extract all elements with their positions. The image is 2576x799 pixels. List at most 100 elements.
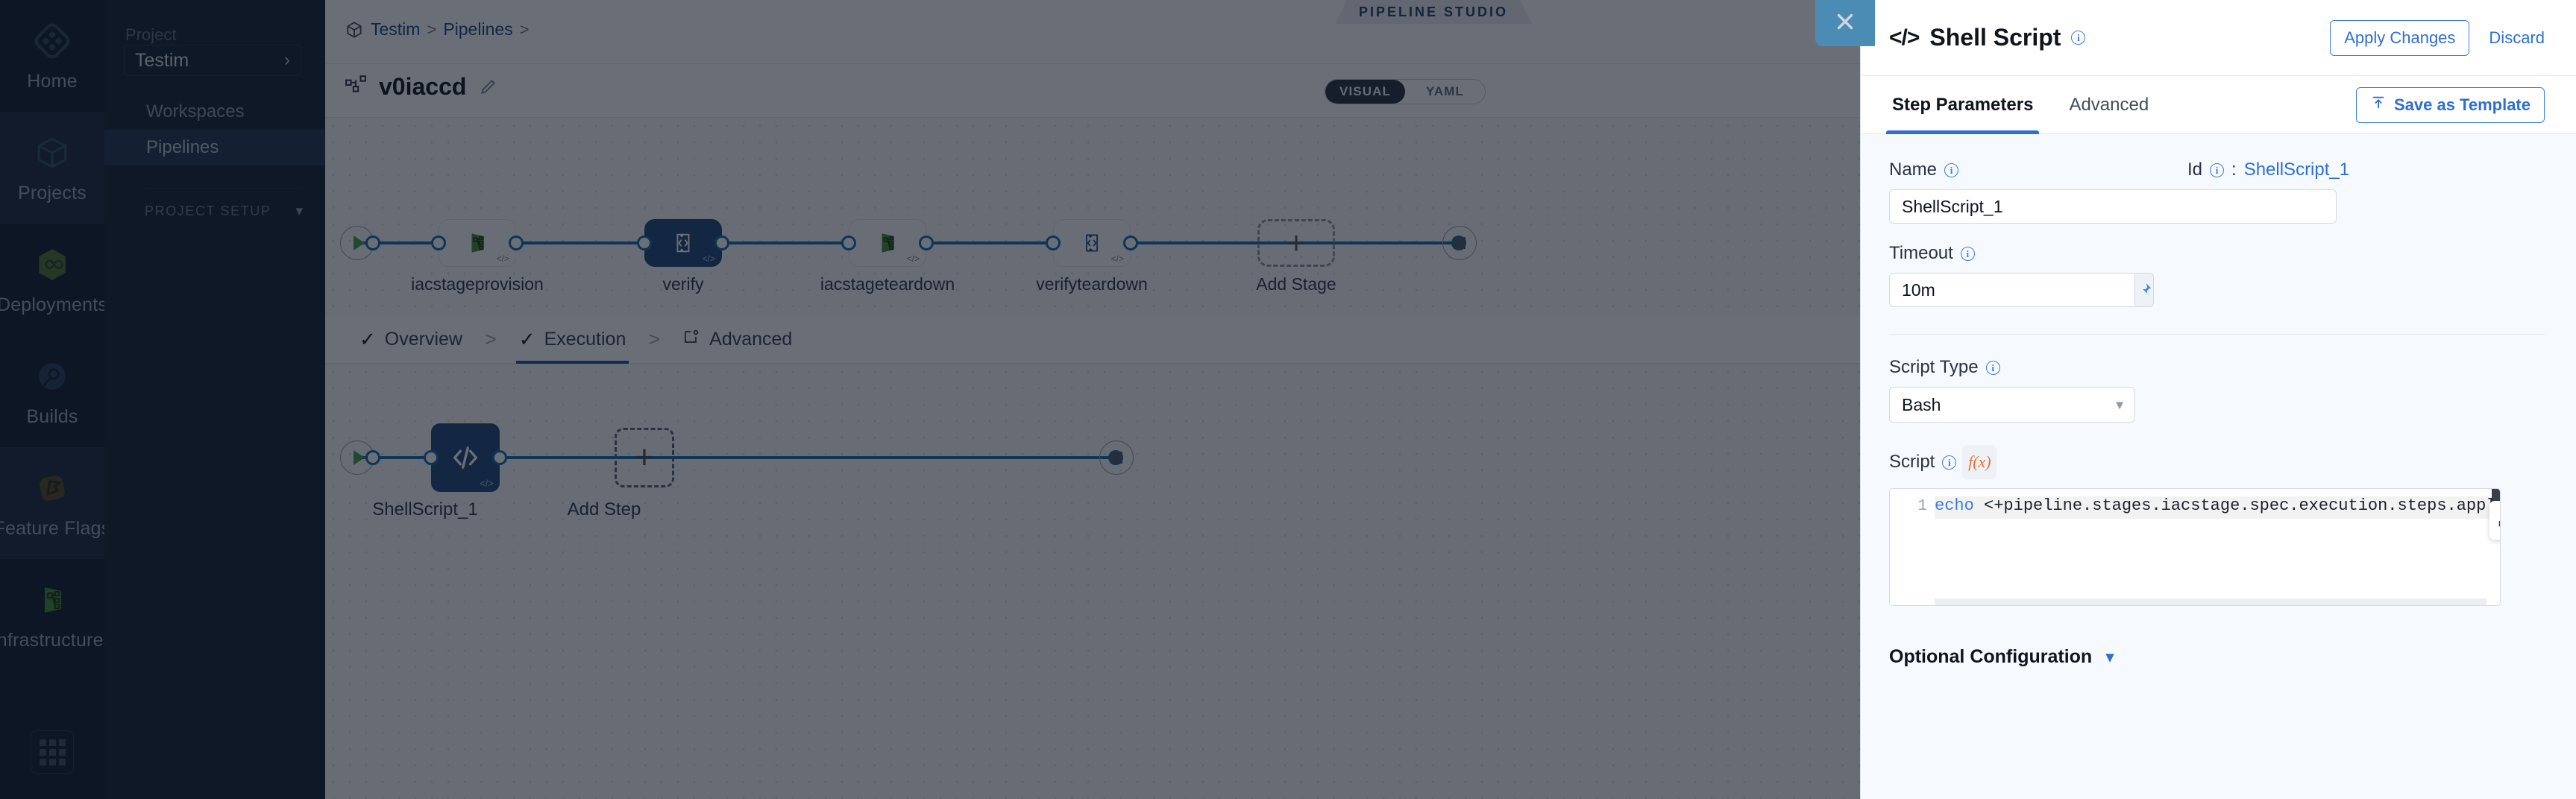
timeout-field-label: Timeout i: [1889, 243, 2545, 264]
info-icon[interactable]: i: [1985, 360, 2000, 375]
save-as-template-button[interactable]: Save as Template: [2355, 86, 2545, 123]
step-port[interactable]: [365, 450, 380, 465]
upload-template-icon: [2370, 95, 2387, 116]
stage-port[interactable]: [431, 236, 446, 250]
expression-fx-icon[interactable]: f(x): [1962, 445, 1997, 479]
toggle-option-visual[interactable]: VISUAL: [1325, 80, 1405, 104]
code-brackets-icon: </>: [1889, 25, 1920, 50]
name-field-label: Name i: [1889, 160, 1959, 180]
stage-port[interactable]: [1046, 236, 1061, 250]
discard-button[interactable]: Discard: [2489, 28, 2545, 47]
tab-label: Overview: [384, 329, 462, 350]
rail-bottom: [0, 717, 104, 799]
drawer-body: Name i Id i : ShellScript_1 Timeout i: [1861, 134, 2576, 799]
expand-icon[interactable]: [2489, 501, 2500, 540]
editor-code-line[interactable]: echo <+pipeline.stages.iacstage.spec.exe…: [1935, 496, 2500, 519]
tab-label: Advanced: [709, 329, 793, 350]
stage-node-iacstageteardown[interactable]: </>: [849, 219, 926, 267]
divider: [145, 188, 301, 189]
step-end-node[interactable]: [1099, 440, 1134, 475]
tab-step-parameters[interactable]: Step Parameters: [1885, 76, 2040, 134]
tab-overview[interactable]: ✓ Overview: [343, 316, 479, 364]
view-mode-toggle[interactable]: VISUAL YAML: [1325, 79, 1486, 104]
pipeline-title-bar: v0iaccd VISUAL YAML: [325, 64, 1860, 118]
optional-configuration-toggle[interactable]: Optional Configuration ▾: [1889, 646, 2545, 668]
script-type-select[interactable]: Bash PowerShell: [1889, 387, 2135, 423]
step-type-badge-icon: </>: [702, 253, 715, 264]
pipeline-studio-badge: PIPELINE STUDIO: [1335, 0, 1532, 24]
stage-node-verifyteardown[interactable]: </>: [1053, 219, 1131, 267]
info-icon[interactable]: i: [2071, 31, 2086, 45]
tab-advanced[interactable]: Advanced: [666, 316, 808, 364]
rail-item-infrastructures[interactable]: Infrastructures: [0, 559, 113, 671]
rail-item-home[interactable]: Home: [0, 0, 104, 112]
rail-item-label: Builds: [26, 405, 78, 427]
stage-port[interactable]: [637, 236, 652, 250]
plus-icon: +: [1287, 225, 1306, 261]
info-icon[interactable]: i: [1944, 162, 1959, 177]
stage-port[interactable]: [365, 236, 380, 250]
add-stage-button[interactable]: +: [1257, 219, 1335, 267]
stage-port[interactable]: [714, 236, 729, 250]
pin-icon[interactable]: [2134, 273, 2154, 307]
script-type-label-text: Script Type: [1889, 357, 1979, 377]
stage-port[interactable]: [919, 236, 934, 250]
apply-changes-button[interactable]: Apply Changes: [2330, 19, 2470, 56]
advanced-gear-icon: [682, 328, 700, 351]
stage-port[interactable]: [841, 236, 856, 250]
pencil-icon[interactable]: [478, 78, 497, 97]
step-port[interactable]: [492, 450, 507, 465]
step-node-shellscript-1[interactable]: </>: [431, 423, 500, 492]
breadcrumb-link-testim[interactable]: Testim: [371, 19, 421, 39]
editor-horizontal-scrollbar[interactable]: [1935, 599, 2487, 605]
name-input[interactable]: [1889, 189, 2337, 224]
step-port[interactable]: [424, 450, 439, 465]
optional-configuration-label: Optional Configuration: [1889, 646, 2093, 667]
tab-label: Execution: [544, 329, 626, 350]
stage-label: iacstageprovision: [411, 274, 544, 294]
script-field-group: Script i f(x) 1 echo <+pipeline.stages.i…: [1889, 445, 2545, 606]
chevron-right-icon: ›: [284, 50, 290, 70]
app-grid-icon[interactable]: [31, 730, 74, 774]
info-icon[interactable]: i: [1960, 246, 1975, 261]
script-editor[interactable]: 1 echo <+pipeline.stages.iacstage.spec.e…: [1889, 488, 2501, 606]
rail-item-builds[interactable]: Builds: [0, 335, 104, 447]
tab-execution[interactable]: ✓ Execution: [503, 316, 643, 364]
step-config-drawer: </> Shell Script i Apply Changes Discard…: [1860, 0, 2576, 799]
breadcrumb-link-pipelines[interactable]: Pipelines: [443, 19, 513, 39]
top-bar: Testim > Pipelines > PIPELINE STUDIO: [325, 0, 1860, 64]
tab-label: Advanced: [2069, 94, 2149, 115]
info-icon[interactable]: i: [2210, 162, 2225, 177]
sidebar-item-workspaces[interactable]: Workspaces: [104, 94, 325, 130]
stage-label: iacstageteardown: [820, 274, 955, 294]
infrastructure-icon: [31, 579, 73, 621]
rail-item-projects[interactable]: Projects: [0, 112, 104, 224]
breadcrumb-separator: >: [427, 19, 437, 39]
editor-line-number: 1: [1917, 498, 1927, 515]
project-setup-section[interactable]: PROJECT SETUP ▾: [145, 203, 303, 220]
timeout-input[interactable]: [1889, 273, 2134, 307]
info-icon[interactable]: i: [1942, 455, 1957, 470]
sidebar-item-pipelines[interactable]: Pipelines: [104, 130, 325, 165]
rail-item-deployments[interactable]: Deployments: [0, 224, 107, 335]
step-canvas[interactable]: </> ShellScript_1 + Add Step: [325, 364, 1860, 799]
stage-port[interactable]: [509, 236, 524, 250]
toggle-option-yaml[interactable]: YAML: [1425, 84, 1464, 98]
close-panel-button[interactable]: [1815, 0, 1875, 46]
breadcrumb: Testim > Pipelines >: [345, 19, 530, 40]
editor-vertical-scrollbar[interactable]: [2492, 489, 2500, 505]
home-diamond-icon: [31, 20, 73, 62]
rail-item-feature-flags[interactable]: Feature Flags: [0, 447, 110, 559]
project-selector[interactable]: Testim ›: [124, 45, 301, 76]
pipeline-end-node[interactable]: [1442, 226, 1477, 260]
tab-drawer-advanced[interactable]: Advanced: [2066, 76, 2152, 134]
name-field-group: Name i Id i : ShellScript_1: [1889, 160, 2545, 224]
add-step-button[interactable]: +: [615, 428, 674, 487]
sidebar-item-label: Workspaces: [146, 101, 245, 121]
add-step-label: Add Step: [567, 499, 641, 519]
stage-port[interactable]: [1123, 236, 1138, 250]
stage-node-verify[interactable]: </>: [644, 219, 722, 267]
project-label: Project: [125, 25, 177, 44]
stage-node-iacstageprovision[interactable]: </>: [439, 219, 516, 267]
